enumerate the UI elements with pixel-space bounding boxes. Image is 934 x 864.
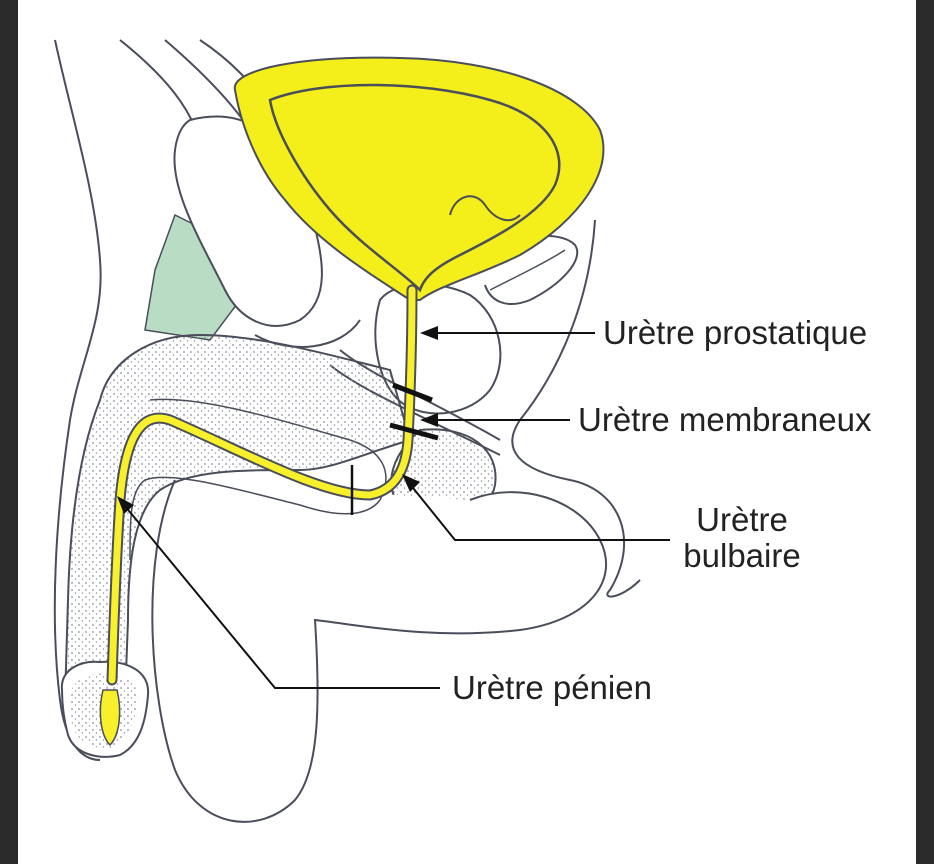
urethra-fill [108, 286, 416, 684]
leader-bulbaire [402, 474, 670, 541]
bladder-inner-wall [268, 83, 561, 293]
leader-membraneux [420, 413, 570, 427]
label-bulbaire-line2: bulbaire [683, 537, 801, 575]
rectum-wall [511, 219, 641, 598]
meatus [99, 689, 121, 747]
body-contour [53, 39, 102, 761]
leader-prostatique [420, 326, 595, 340]
ureter-opening [449, 195, 521, 222]
label-uretre-membraneux: Urètre membraneux [578, 401, 872, 438]
leader-penien [117, 496, 440, 689]
bladder [233, 56, 605, 301]
label-uretre-prostatique: Urètre prostatique [603, 314, 868, 351]
label-uretre-penien: Urètre pénien [452, 669, 652, 706]
label-uretre-bulbaire: Urètre bulbaire [672, 501, 812, 575]
scrotum [151, 479, 607, 823]
membranous-marker-top [392, 382, 433, 403]
label-bulbaire-line1: Urètre [696, 501, 788, 538]
seminal-duct [489, 249, 566, 291]
corpus-spongiosum [129, 398, 387, 561]
membranous-marker-bottom [389, 422, 439, 441]
